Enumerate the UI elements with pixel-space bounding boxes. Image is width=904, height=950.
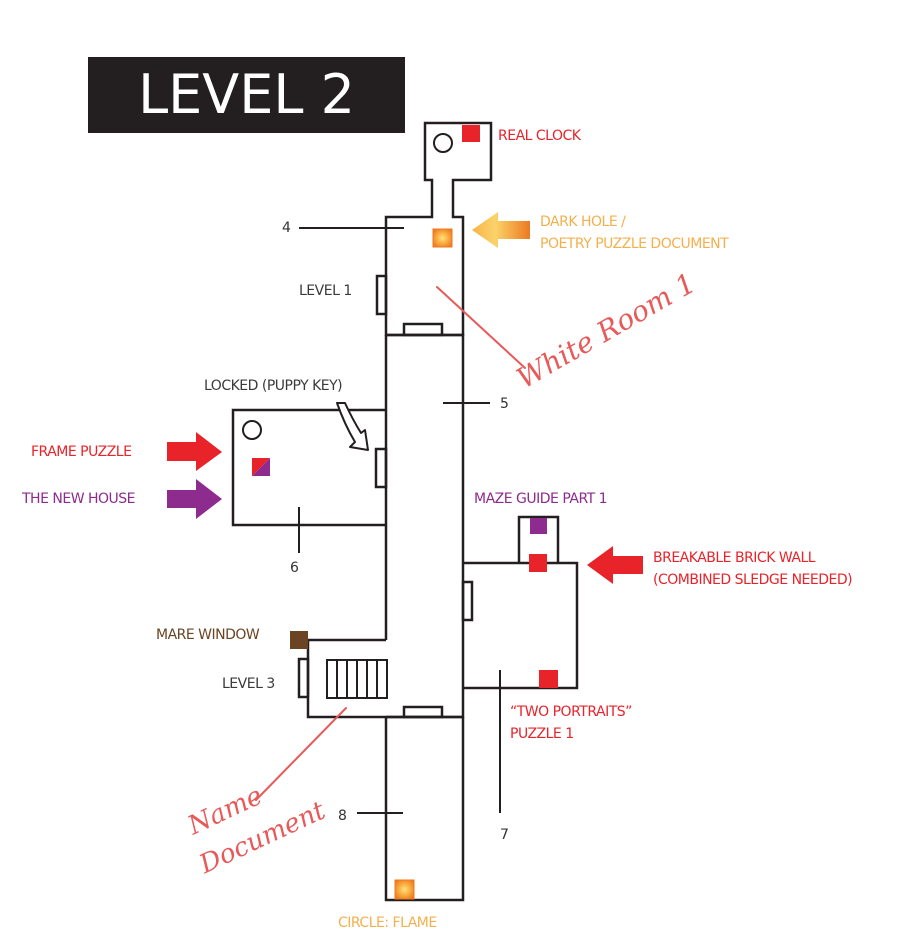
room-number-5: 5 (500, 396, 509, 412)
label-frame-puzzle: FRAME PUZZLE (31, 444, 132, 460)
locked-curved-arrow-icon (336, 402, 369, 451)
door-room7 (461, 580, 474, 622)
white-room-pointer-line (436, 286, 526, 369)
mare-window-marker (290, 631, 308, 649)
label-maze-guide: MAZE GUIDE PART 1 (474, 491, 608, 507)
room6-wall (231, 408, 386, 527)
label-brick-wall-line1: BREAKABLE BRICK WALL (653, 550, 816, 566)
label-brick-wall-line2: (COMBINED SLEDGE NEEDED) (653, 572, 853, 588)
level-title: LEVEL 2 (138, 63, 355, 126)
stairs-icon (326, 659, 388, 699)
dark-hole-marker (432, 228, 453, 248)
new-house-arrow-icon (167, 479, 222, 519)
circle-clock-icon (433, 133, 453, 153)
label-level3: LEVEL 3 (222, 676, 275, 692)
circle-flame-marker (394, 879, 415, 900)
room-number-6: 6 (290, 560, 299, 576)
corridor-room5-wall (386, 333, 465, 719)
maze-alcove-wall (517, 515, 560, 563)
frame-puzzle-marker (252, 458, 270, 476)
label-circle-flame: CIRCLE: FLAME (338, 915, 437, 931)
room8-wall (384, 717, 465, 902)
name-document-pointer-line (255, 707, 347, 801)
real-clock-marker (462, 125, 480, 142)
room-number-4: 4 (282, 220, 291, 236)
level-title-banner: LEVEL 2 (88, 57, 405, 133)
circle-room6-icon (242, 420, 262, 440)
label-level1: LEVEL 1 (299, 283, 352, 299)
brick-wall-marker (529, 554, 547, 572)
label-dark-hole-line2: POETRY PUZZLE DOCUMENT (540, 236, 729, 252)
label-two-portraits-line1: “TWO PORTRAITS” (510, 704, 632, 720)
frame-puzzle-arrow-icon (167, 432, 222, 471)
door-level1 (375, 274, 388, 316)
room-number-8: 8 (338, 808, 347, 824)
maze-guide-marker (530, 518, 547, 534)
label-real-clock: REAL CLOCK (498, 128, 581, 144)
label-locked: LOCKED (PUPPY KEY) (204, 378, 343, 394)
door-room4-bottom (402, 322, 444, 337)
two-portraits-marker (539, 670, 558, 688)
brick-wall-arrow-icon (587, 546, 643, 584)
door-level3 (297, 657, 310, 699)
label-dark-hole-line1: DARK HOLE / (540, 214, 626, 230)
room-number-7: 7 (500, 827, 509, 843)
label-mare-window: MARE WINDOW (156, 627, 260, 643)
label-new-house: THE NEW HOUSE (22, 491, 136, 507)
stairs-room-wall (306, 638, 463, 719)
label-two-portraits-line2: PUZZLE 1 (510, 726, 574, 742)
door-room6-locked (374, 447, 388, 489)
room7-wall (463, 561, 579, 690)
door-room8-top (402, 705, 444, 719)
dark-hole-arrow-icon (472, 212, 530, 248)
